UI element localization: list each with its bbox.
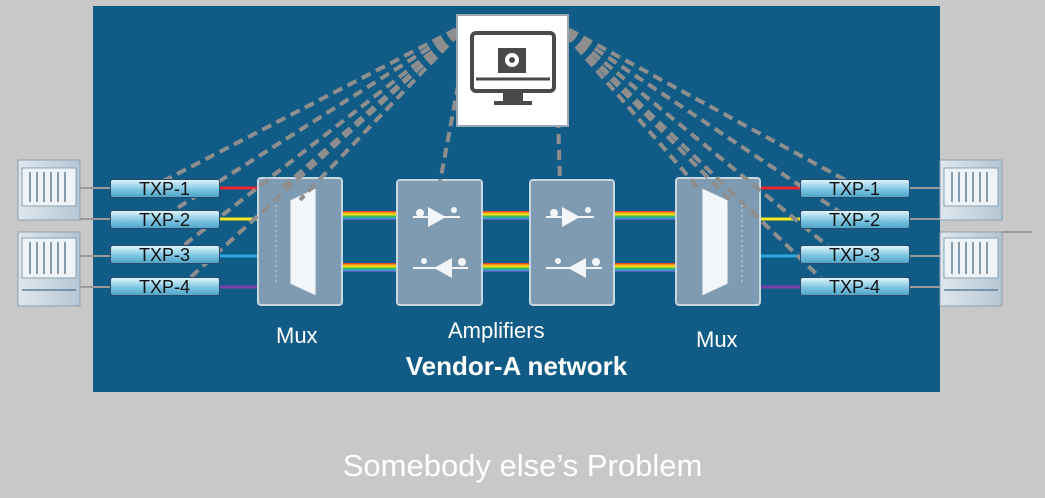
txp-right-2[interactable]: TXP-2	[800, 210, 910, 230]
management-link	[554, 20, 861, 190]
fiber-link	[482, 263, 530, 272]
amplifier-1	[396, 179, 483, 306]
fiber-links	[342, 211, 676, 272]
network-title: Vendor-A network	[405, 351, 628, 381]
management-link	[553, 20, 702, 192]
equipment-rack-icon	[17, 159, 81, 307]
optical-amplifier-icon	[546, 207, 602, 278]
rack-connectors	[80, 187, 1032, 288]
txp-label: TXP-2	[139, 210, 191, 230]
fiber-link	[342, 263, 397, 272]
rack-left	[17, 159, 81, 307]
txp-label: TXP-2	[829, 210, 881, 230]
management-link	[149, 20, 471, 190]
mux-left	[257, 177, 343, 306]
multiplexer-icon	[289, 187, 317, 297]
txp-label: TXP-4	[139, 277, 191, 297]
amplifiers-label: Amplifiers	[448, 318, 545, 343]
txp-left-3[interactable]: TXP-3	[110, 245, 220, 265]
txp-right-1[interactable]: TXP-1	[800, 179, 910, 199]
fiber-link	[482, 211, 530, 220]
monitor-gear-icon	[470, 31, 556, 105]
mux-right	[675, 177, 761, 306]
amplifier-2	[529, 179, 615, 306]
txp-label: TXP-3	[139, 245, 191, 265]
txp-label: TXP-3	[829, 245, 881, 265]
fiber-link	[342, 211, 397, 220]
rack-right	[939, 159, 1003, 307]
network-controller[interactable]	[456, 14, 569, 127]
outside-label: Somebody else’s Problem	[342, 448, 703, 483]
fiber-link	[614, 263, 676, 272]
fiber-link	[614, 211, 676, 220]
txp-left-4[interactable]: TXP-4	[110, 277, 220, 297]
management-link	[278, 20, 472, 192]
txp-right-3[interactable]: TXP-3	[800, 245, 910, 265]
txp-label: TXP-1	[829, 179, 881, 199]
management-link	[298, 20, 472, 202]
management-link	[438, 21, 472, 183]
equipment-rack-icon	[939, 159, 1003, 307]
multiplexer-icon	[701, 187, 729, 297]
txp-left-1[interactable]: TXP-1	[110, 179, 220, 199]
optical-amplifier-icon	[413, 207, 468, 278]
mux-left-label: Mux	[276, 323, 318, 348]
mux-right-label: Mux	[696, 327, 738, 352]
management-link	[553, 20, 842, 258]
txp-label: TXP-4	[829, 277, 881, 297]
txp-label: TXP-1	[139, 179, 191, 199]
txp-left-2[interactable]: TXP-2	[110, 210, 220, 230]
txp-right-4[interactable]: TXP-4	[800, 277, 910, 297]
channel-lines-right	[760, 186, 800, 289]
